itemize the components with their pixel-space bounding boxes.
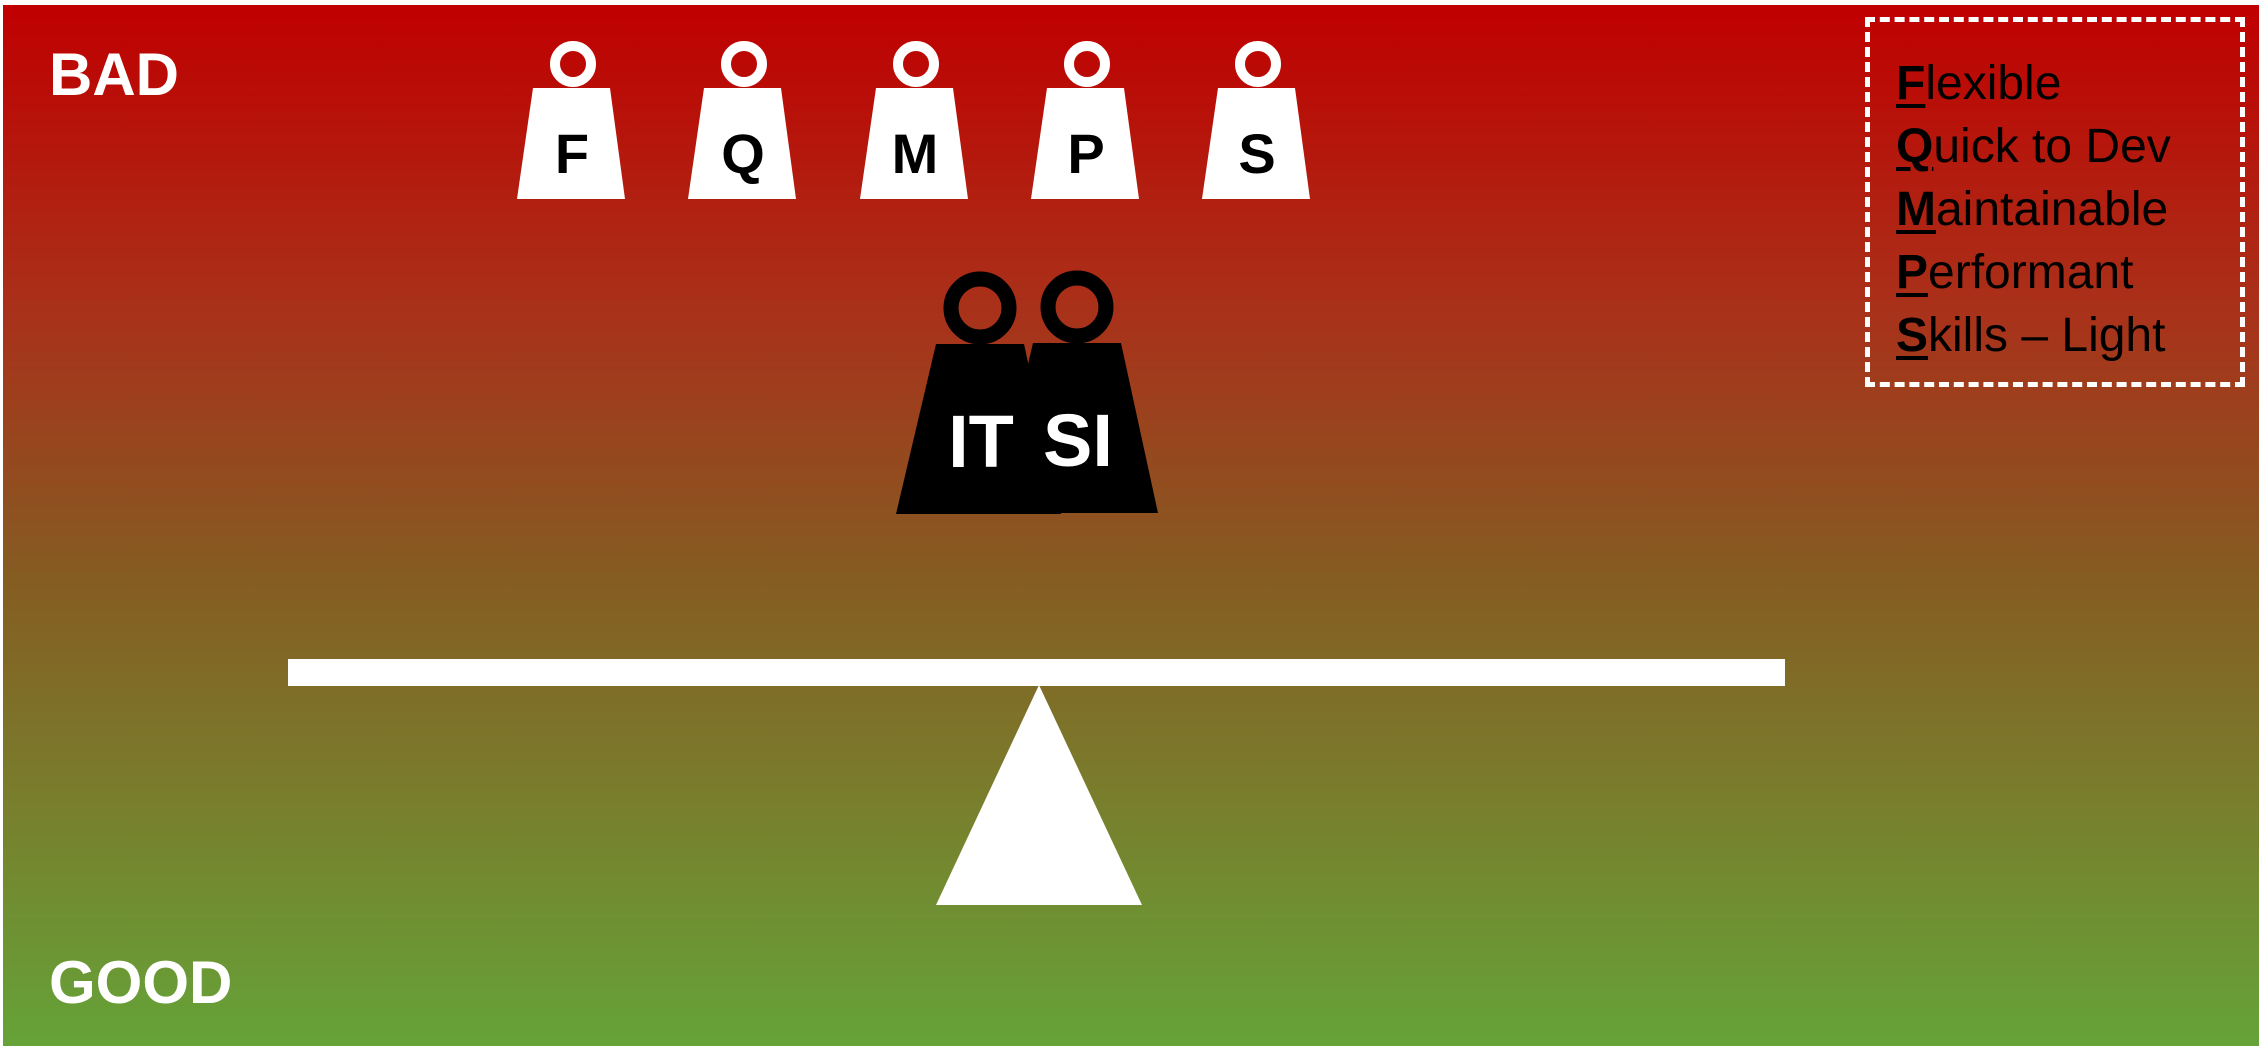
- legend-item: Flexible: [1896, 52, 2240, 115]
- legend-text: erformant: [1928, 246, 2134, 299]
- diagram-canvas: BAD GOOD F Q M P S: [3, 5, 2259, 1046]
- weight-m: M: [860, 29, 970, 199]
- legend-text: lexible: [1925, 57, 2062, 110]
- legend-box: Flexible Quick to Dev Maintainable Perfo…: [1865, 17, 2245, 387]
- weight-letter: S: [1238, 122, 1276, 185]
- weight-letter: P: [1067, 122, 1105, 185]
- weight-letter: F: [554, 122, 590, 185]
- legend-key: P: [1896, 246, 1929, 299]
- fulcrum-icon: [936, 685, 1142, 905]
- weight-letter: SI: [1043, 399, 1113, 482]
- weight-icon: [993, 270, 1158, 513]
- weight-q: Q: [688, 29, 798, 199]
- legend-text: uick to Dev: [1933, 120, 2171, 173]
- legend-item: Maintainable: [1896, 178, 2240, 241]
- weight-letter: Q: [721, 122, 765, 185]
- weight-icon: [688, 41, 796, 199]
- weight-icon: [1031, 41, 1139, 199]
- weight-p: P: [1031, 29, 1141, 199]
- legend-text: kills – Light: [1928, 309, 2166, 362]
- weight-icon: [517, 41, 625, 199]
- weight-letter: M: [891, 122, 939, 185]
- legend-key: M: [1896, 183, 1936, 236]
- weight-icon: [1202, 41, 1310, 199]
- weight-si: SI: [993, 259, 1163, 519]
- legend-item: Quick to Dev: [1896, 115, 2240, 178]
- weight-icon: [860, 41, 968, 199]
- legend-key: F: [1896, 57, 1926, 110]
- legend-text: aintainable: [1935, 183, 2169, 236]
- legend-item: Skills – Light: [1896, 304, 2240, 367]
- legend-item: Performant: [1896, 241, 2240, 304]
- balance-beam: [288, 659, 1785, 686]
- legend-key: Q: [1896, 120, 1934, 173]
- weight-f: F: [517, 29, 627, 199]
- weight-letter: IT: [948, 400, 1014, 483]
- legend-key: S: [1896, 309, 1929, 362]
- bad-label: BAD: [49, 41, 179, 108]
- weight-s: S: [1202, 29, 1312, 199]
- good-label: GOOD: [49, 949, 233, 1016]
